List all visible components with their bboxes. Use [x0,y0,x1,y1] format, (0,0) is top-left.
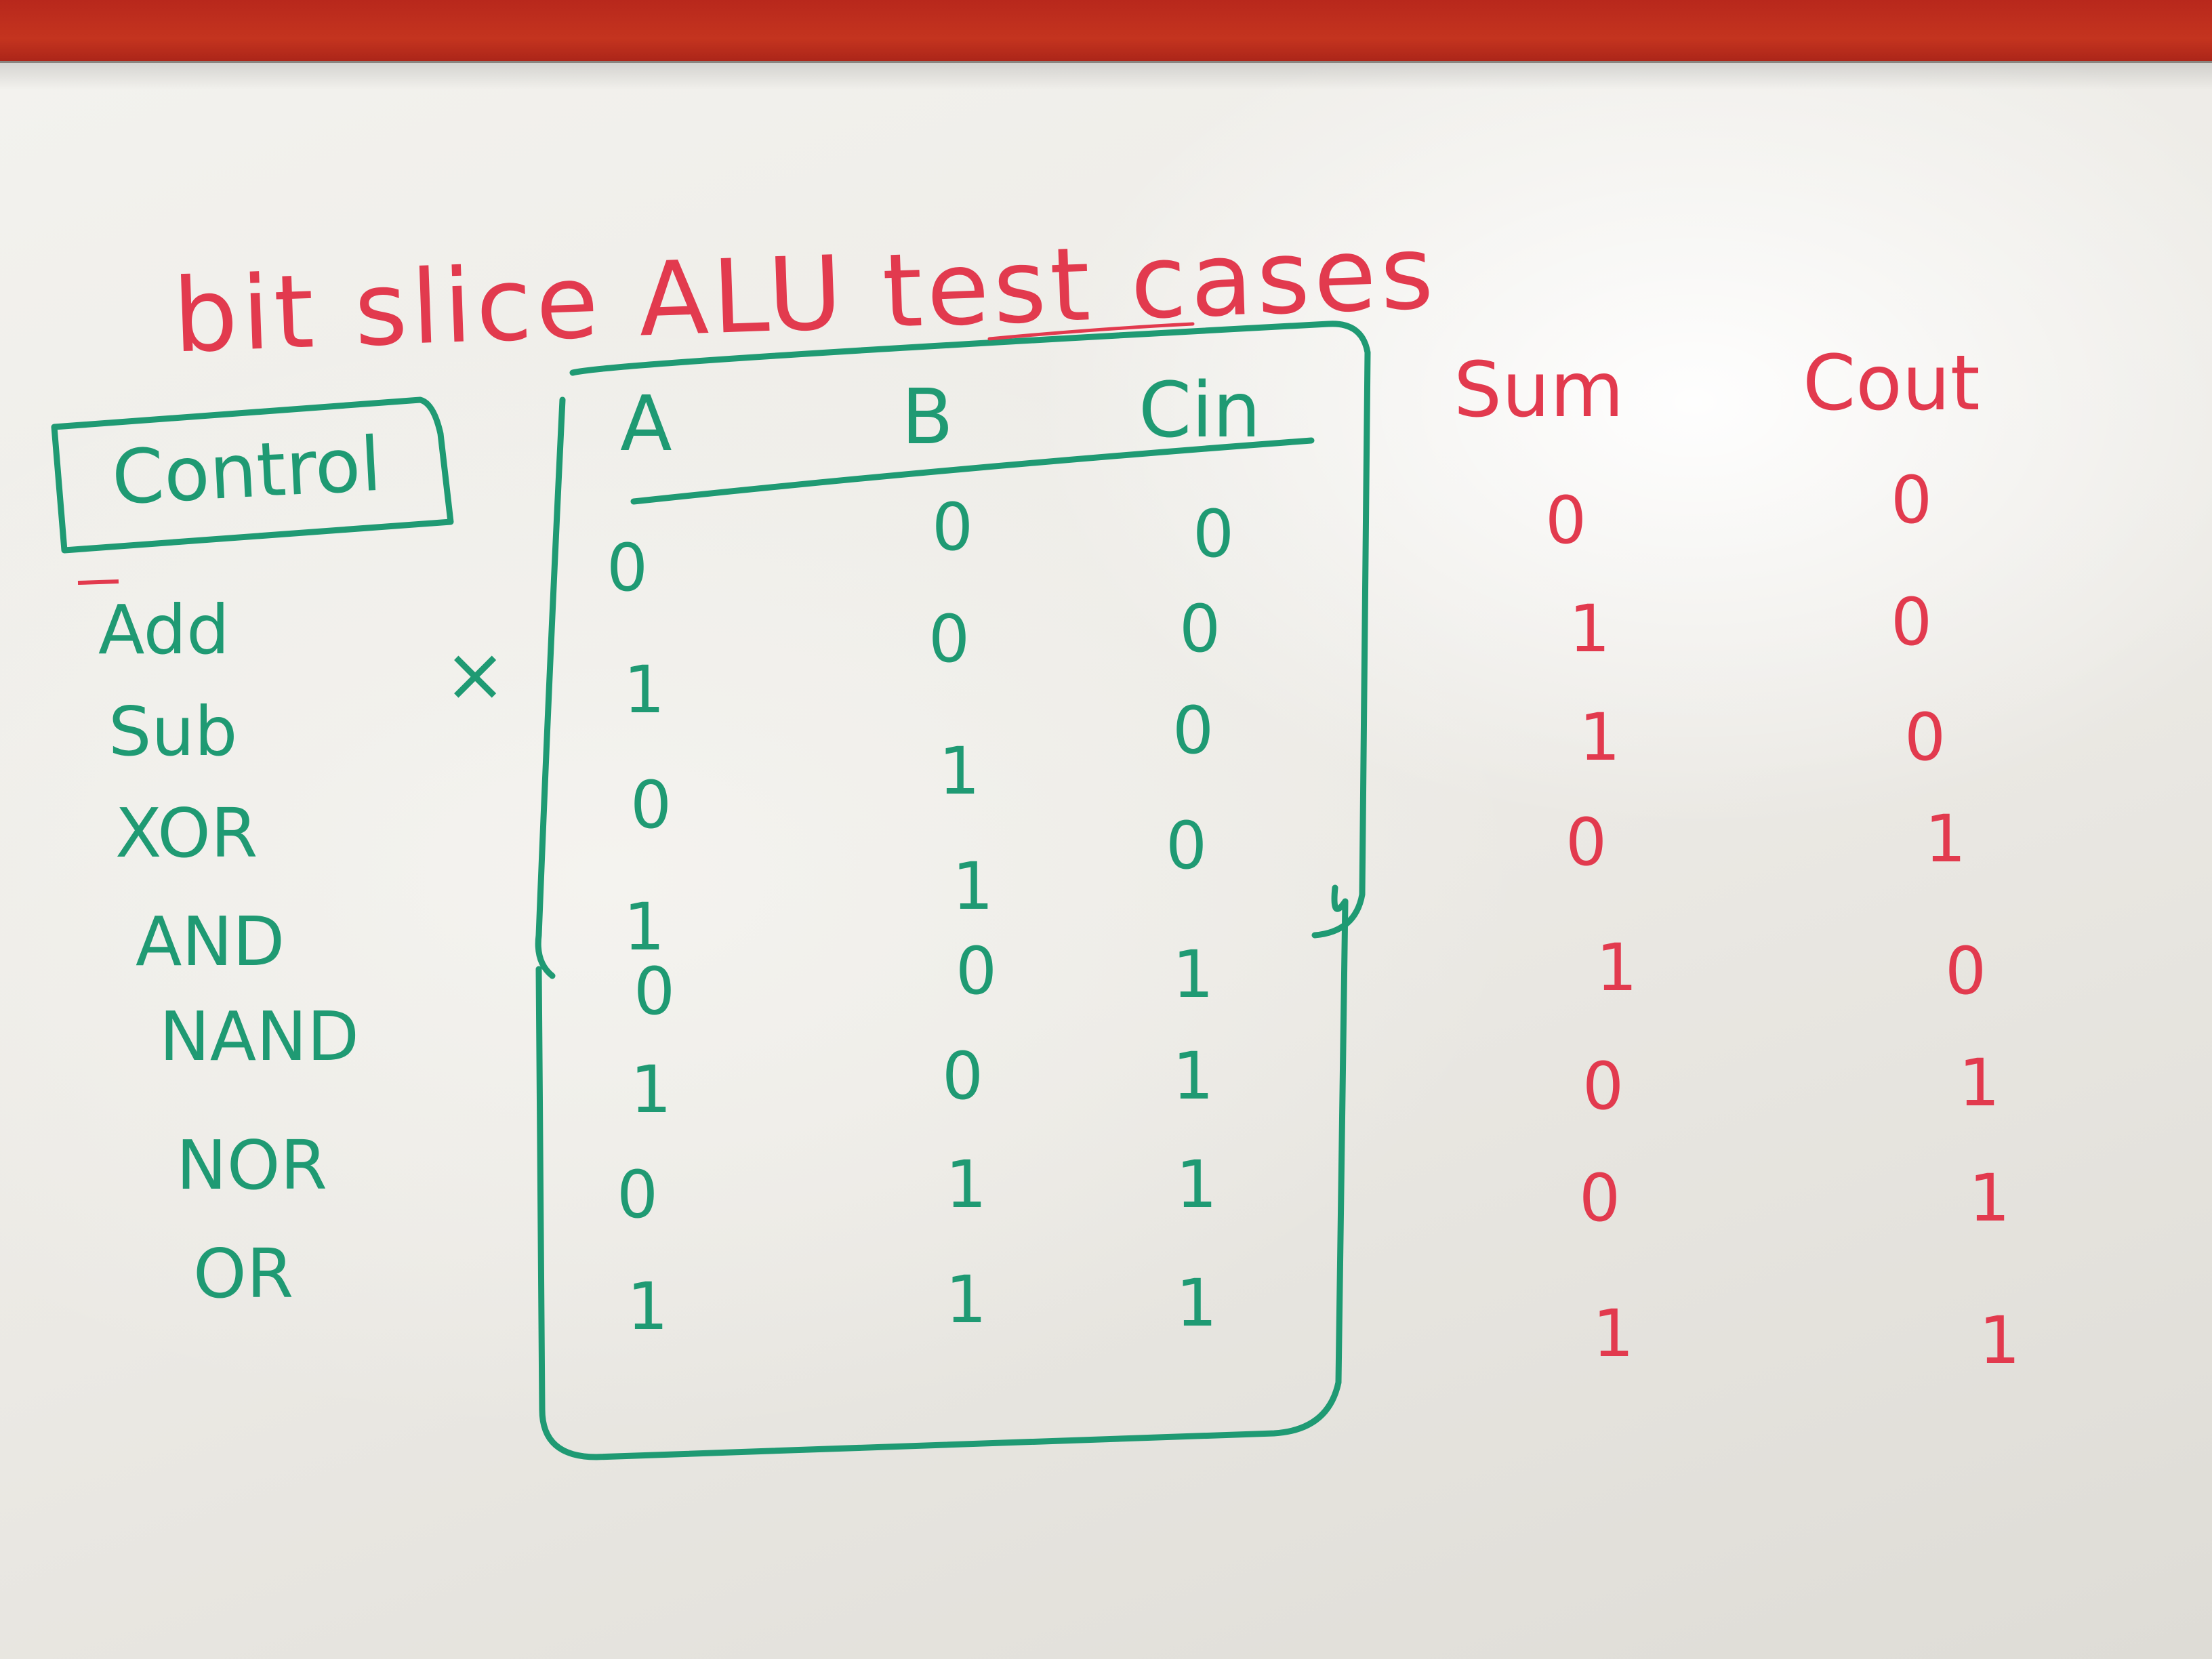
cell-cin-5: 1 [1172,937,1214,1012]
header-b: B [901,373,954,462]
cell-cin-4: 0 [1166,808,1208,884]
cell-b-3: 1 [939,733,981,809]
header-cin: Cin [1139,367,1261,455]
cell-b-5: 0 [956,933,998,1009]
cell-cout-2: 0 [1891,584,1933,660]
cell-a-2: 1 [623,652,665,728]
header-sum: Sum [1454,346,1624,434]
board-edge-shadow [0,63,2212,90]
cell-sum-4: 0 [1565,804,1607,880]
cell-b-1: 0 [932,489,974,565]
whiteboard-frame-top [0,0,2212,64]
operation-sub: Sub [108,692,238,771]
cell-a-3: 0 [630,767,672,843]
cell-sum-1: 0 [1545,483,1587,558]
cell-a-1: 0 [607,530,649,606]
cell-cin-2: 0 [1179,591,1221,667]
cell-sum-6: 0 [1582,1048,1624,1124]
cell-a-6: 1 [630,1052,672,1128]
cell-cin-8: 1 [1176,1265,1218,1341]
operation-add: Add [98,590,230,670]
cell-sum-7: 0 [1579,1160,1621,1236]
operation-and: AND [136,902,285,981]
cell-cout-4: 1 [1925,801,1967,877]
cell-cout-3: 0 [1904,699,1946,775]
cell-cout-8: 1 [1979,1303,2021,1378]
operation-nand: NAND [159,997,360,1076]
cell-cout-1: 0 [1891,462,1933,538]
cell-a-8: 1 [627,1269,669,1345]
cell-a-7: 0 [617,1157,659,1233]
cell-b-2: 0 [928,601,970,677]
control-label: Control [109,420,384,522]
operation-xor: XOR [115,794,258,873]
cell-b-6: 0 [942,1038,984,1114]
cell-cout-5: 0 [1945,933,1987,1009]
cell-b-8: 1 [945,1262,987,1338]
cross-mark: × [444,631,507,718]
cell-sum-5: 1 [1596,930,1638,1006]
cell-b-4: 1 [952,848,994,924]
cell-cin-7: 1 [1176,1147,1218,1223]
header-a: A [620,380,672,468]
cell-cin-1: 0 [1193,496,1235,572]
cell-cout-7: 1 [1969,1160,2011,1236]
cell-b-7: 1 [945,1147,987,1223]
cell-cout-6: 1 [1959,1045,2001,1121]
cell-sum-3: 1 [1579,699,1621,775]
cell-sum-8: 1 [1593,1296,1635,1372]
cell-sum-2: 1 [1569,591,1611,667]
operation-or: OR [193,1234,294,1313]
header-cout: Cout [1803,340,1980,428]
cell-cin-3: 0 [1172,693,1214,769]
cell-a-5: 0 [634,954,676,1029]
cell-cin-6: 1 [1172,1038,1214,1114]
operation-nor: NOR [176,1126,327,1205]
cell-a-4: 1 [623,889,665,965]
